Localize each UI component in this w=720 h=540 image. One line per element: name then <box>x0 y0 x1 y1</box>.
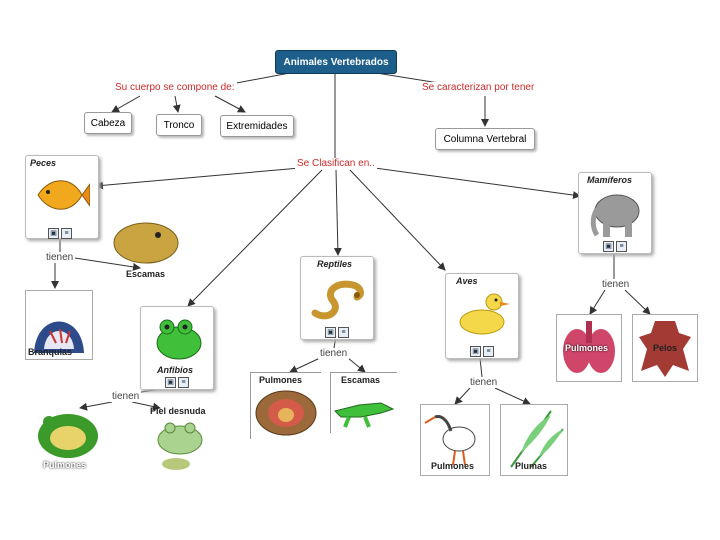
image-icon[interactable]: ▣ <box>165 377 176 388</box>
concept-label: Columna Vertebral <box>443 133 527 145</box>
link-label-tienen-reptiles: tienen <box>318 348 350 359</box>
class-card-anfibios[interactable]: Anfibios ▣ ≡ <box>140 306 214 390</box>
feature-label: Pulmones <box>43 460 87 470</box>
gills-icon <box>34 321 84 353</box>
root-concept[interactable]: Animales Vertebrados <box>275 50 397 74</box>
feature-pelos[interactable]: Pelos <box>632 314 698 382</box>
frog-lungs-icon <box>38 414 98 458</box>
feature-label: Escamas <box>341 375 381 385</box>
document-icon[interactable]: ≡ <box>61 228 72 239</box>
link-label-clasifican: Se Clasifican en.. <box>295 158 377 169</box>
elephant-icon <box>590 194 640 237</box>
feature-escamas-pez[interactable]: Escamas <box>112 213 180 279</box>
image-icon[interactable]: ▣ <box>48 228 59 239</box>
feature-label: Pulmones <box>259 375 303 385</box>
card-badges: ▣ ≡ <box>603 241 627 252</box>
fur-hide-icon <box>639 321 691 377</box>
document-icon[interactable]: ≡ <box>338 327 349 338</box>
frog-icon <box>156 319 202 360</box>
feature-escamas-reptil[interactable]: Escamas <box>330 372 397 433</box>
link-label-compone: Su cuerpo se compone de: <box>113 82 237 93</box>
concept-label: Extremidades <box>226 120 288 132</box>
fish-scales-icon <box>113 222 179 264</box>
feature-pulmones-mamifero[interactable]: Pulmones <box>556 314 622 382</box>
document-icon[interactable]: ≡ <box>483 346 494 357</box>
class-title: Anfibios <box>157 365 193 375</box>
duck-icon <box>459 293 510 335</box>
class-title: Mamíferos <box>587 175 633 185</box>
frog-skin-icon <box>157 422 203 470</box>
image-icon[interactable]: ▣ <box>470 346 481 357</box>
document-icon[interactable]: ≡ <box>178 377 189 388</box>
feature-label: Pulmones <box>565 343 609 353</box>
feature-label: Escamas <box>126 269 166 279</box>
crocodile-icon <box>334 402 395 428</box>
class-title: Aves <box>456 276 478 286</box>
concept-label: Cabeza <box>90 117 126 129</box>
link-label-caracterizan: Se caracterizan por tener <box>420 82 537 93</box>
card-badges: ▣ ≡ <box>470 346 494 357</box>
class-card-mamiferos[interactable]: Mamíferos ▣ ≡ <box>578 172 652 254</box>
concept-cabeza[interactable]: Cabeza <box>84 112 132 134</box>
class-card-reptiles[interactable]: Reptiles ▣ ≡ <box>300 256 374 340</box>
card-badges: ▣ ≡ <box>325 327 349 338</box>
link-label-tienen-peces: tienen <box>44 252 76 263</box>
mammal-lungs-icon <box>563 321 615 373</box>
feature-piel-desnuda[interactable]: Piel desnuda <box>146 406 214 474</box>
feature-label: Pulmones <box>431 461 475 471</box>
document-icon[interactable]: ≡ <box>616 241 627 252</box>
concept-columna[interactable]: Columna Vertebral <box>435 128 535 150</box>
fish-icon <box>37 180 90 210</box>
feature-branquias[interactable]: Branquias <box>25 290 93 360</box>
class-card-aves[interactable]: Aves ▣ ≡ <box>445 273 519 359</box>
image-icon[interactable]: ▣ <box>325 327 336 338</box>
concept-label: Tronco <box>163 119 195 131</box>
card-badges: ▣ ≡ <box>48 228 72 239</box>
concept-tronco[interactable]: Tronco <box>156 114 202 136</box>
image-icon[interactable]: ▣ <box>603 241 614 252</box>
feathers-icon <box>510 410 564 468</box>
feature-plumas[interactable]: Plumas <box>500 404 568 476</box>
feature-pulmones-anfibio[interactable]: Pulmones <box>35 406 101 472</box>
link-label-tienen-anfibios: tienen <box>110 391 142 402</box>
link-label-tienen-aves: tienen <box>468 377 500 388</box>
feature-label: Piel desnuda <box>150 406 206 416</box>
snake-icon <box>311 280 364 320</box>
feature-label: Branquias <box>28 347 73 357</box>
feature-label: Plumas <box>515 461 548 471</box>
feature-pulmones-reptil[interactable]: Pulmones <box>250 372 321 439</box>
stork-icon <box>424 415 476 466</box>
card-badges: ▣ ≡ <box>165 377 189 388</box>
concept-extremidades[interactable]: Extremidades <box>220 115 294 137</box>
class-title: Peces <box>30 158 57 168</box>
feature-label: Pelos <box>653 343 678 353</box>
class-card-peces[interactable]: Peces ▣ ≡ <box>25 155 99 239</box>
link-label-tienen-mamiferos: tienen <box>600 279 632 290</box>
feature-pulmones-ave[interactable]: Pulmones <box>420 404 490 476</box>
class-title: Reptiles <box>317 259 353 269</box>
turtle-lungs-icon <box>255 390 317 436</box>
